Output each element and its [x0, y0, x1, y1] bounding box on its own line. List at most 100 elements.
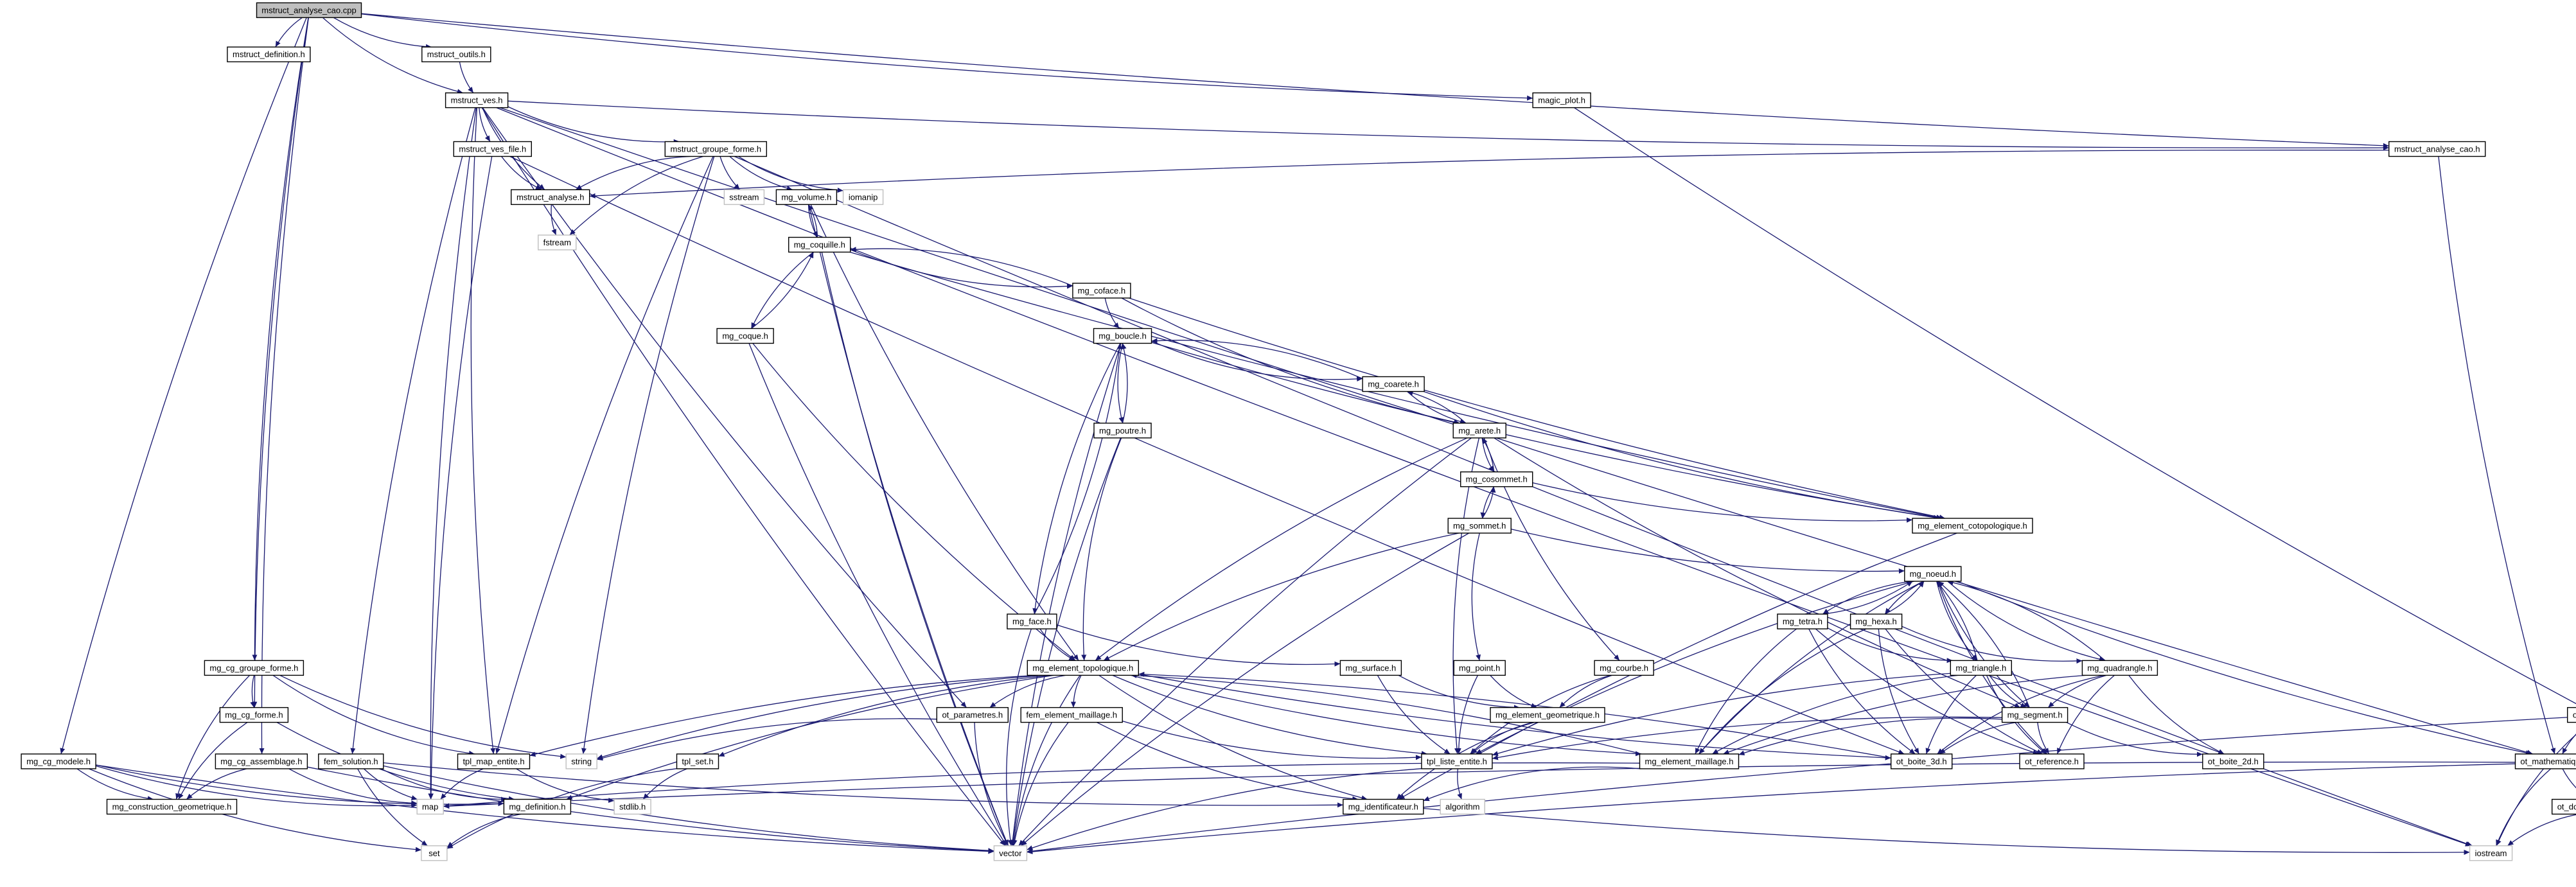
node-mg-identificateur[interactable]: mg_identificateur.h	[1343, 798, 1424, 815]
node-mg-point[interactable]: mg_point.h	[1453, 660, 1506, 676]
node-mg-cosommet[interactable]: mg_cosommet.h	[1460, 471, 1533, 487]
node-mstruct-groupe-forme[interactable]: mstruct_groupe_forme.h	[664, 141, 768, 157]
node-mg-element-cotopologique[interactable]: mg_element_cotopologique.h	[1912, 518, 2033, 534]
edge-mg-element-topologique-to-tpl-liste-entite	[1112, 674, 1427, 757]
node-label: iomanip	[849, 192, 878, 202]
node-mstruct-ves[interactable]: mstruct_ves.h	[445, 92, 509, 109]
node-mg-cg-modele[interactable]: mg_cg_modele.h	[21, 753, 96, 769]
node-label: iostream	[2475, 848, 2507, 858]
node-label: mg_triangle.h	[1955, 663, 2006, 672]
node-label: mg_cg_forme.h	[225, 710, 283, 720]
node-mg-quadrangle[interactable]: mg_quadrangle.h	[2081, 660, 2158, 676]
node-vector[interactable]: vector	[993, 845, 1028, 861]
node-sstream[interactable]: sstream	[723, 189, 765, 206]
node-mg-cg-assemblage[interactable]: mg_cg_assemblage.h	[215, 753, 308, 769]
node-mg-coque[interactable]: mg_coque.h	[716, 328, 774, 344]
node-mstruct-outils[interactable]: mstruct_outils.h	[421, 46, 491, 62]
node-mg-volume[interactable]: mg_volume.h	[775, 189, 838, 206]
node-string[interactable]: string	[565, 753, 597, 769]
node-label: mg_arete.h	[1458, 426, 1501, 435]
node-mg-element-maillage[interactable]: mg_element_maillage.h	[1639, 753, 1740, 769]
edge-root-to-mg-cg-forme	[252, 17, 309, 708]
node-mg-coface[interactable]: mg_coface.h	[1072, 283, 1131, 299]
edge-mstruct-analyse-cao-to-mstruct-analyse	[589, 150, 2389, 198]
node-mg-boucle[interactable]: mg_boucle.h	[1093, 328, 1152, 344]
node-mg-cg-forme[interactable]: mg_cg_forme.h	[219, 707, 289, 723]
edge-mstruct-ves-to-tpl-map-entite	[470, 107, 496, 754]
node-tpl-map-entite[interactable]: tpl_map_entite.h	[457, 753, 531, 769]
edge-root-to-mstruct-ves	[322, 17, 463, 94]
node-label: mg_tetra.h	[1783, 617, 1822, 626]
node-ot-doubleprecision[interactable]: ot_doubleprecision.h	[2551, 798, 2576, 815]
node-fem-solution[interactable]: fem_solution.h	[318, 753, 384, 769]
node-mg-sommet[interactable]: mg_sommet.h	[1447, 518, 1512, 534]
node-iostream[interactable]: iostream	[2469, 845, 2513, 861]
node-mstruct-analyse[interactable]: mstruct_analyse.h	[511, 189, 590, 206]
edge-fem-element-maillage-to-mg-identificateur	[1096, 722, 1359, 802]
node-ot-reference[interactable]: ot_reference.h	[2019, 753, 2085, 769]
node-mg-construction-geometrique[interactable]: mg_construction_geometrique.h	[106, 798, 238, 815]
node-mg-coarete[interactable]: mg_coarete.h	[1362, 376, 1425, 392]
node-fem-element-maillage[interactable]: fem_element_maillage.h	[1020, 707, 1123, 723]
node-tpl-set[interactable]: tpl_set.h	[676, 753, 719, 769]
edge-mg-element-topologique-to-tpl-set	[718, 674, 1053, 757]
edge-ot-tenseur-to-vector	[1027, 717, 2568, 854]
node-mg-face[interactable]: mg_face.h	[1007, 613, 1057, 629]
node-algorithm[interactable]: algorithm	[1440, 798, 1485, 815]
node-ot-tenseur[interactable]: ot_tenseur.h	[2566, 707, 2576, 723]
node-label: mstruct_analyse_cao.cpp	[261, 5, 356, 15]
node-mg-coquille[interactable]: mg_coquille.h	[788, 236, 851, 253]
edge-mstruct-groupe-forme-to-iostream	[734, 155, 2473, 847]
node-mstruct-ves-file[interactable]: mstruct_ves_file.h	[453, 141, 532, 157]
node-mg-element-geometrique[interactable]: mg_element_geometrique.h	[1490, 707, 1605, 723]
edge-mg-identificateur-to-iostream	[1423, 807, 2470, 855]
edge-mg-noeud-to-ot-mathematique	[1957, 581, 2532, 755]
node-label: mg_element_maillage.h	[1645, 757, 1733, 766]
node-mstruct-analyse-cao[interactable]: mstruct_analyse_cao.h	[2388, 141, 2486, 157]
edge-ot-parametres-to-vector	[974, 722, 1009, 847]
edge-fem-element-maillage-to-vector	[1012, 722, 1069, 846]
edge-mstruct-groupe-forme-to-mg-volume	[729, 156, 793, 191]
node-label: ot_tenseur.h	[2573, 710, 2576, 720]
node-ot-mathematique[interactable]: ot_mathematique.h	[2514, 753, 2576, 769]
node-stdlib[interactable]: stdlib.h	[613, 798, 651, 815]
edge-mg-noeud-to-mg-tetra	[1822, 581, 1913, 615]
node-mstruct-definition[interactable]: mstruct_definition.h	[227, 46, 311, 62]
node-mg-segment[interactable]: mg_segment.h	[2001, 707, 2069, 723]
node-label: mg_coface.h	[1078, 286, 1125, 295]
node-root[interactable]: mstruct_analyse_cao.cpp	[256, 2, 362, 19]
node-magic-plot[interactable]: magic_plot.h	[1532, 92, 1591, 109]
edge-magic-plot-to-ot-tenseur	[1574, 107, 2576, 705]
node-mg-hexa[interactable]: mg_hexa.h	[1849, 613, 1903, 629]
node-fstream[interactable]: fstream	[538, 234, 577, 250]
node-box	[1950, 660, 2013, 676]
node-mg-surface[interactable]: mg_surface.h	[1339, 660, 1402, 676]
edge-root-to-mstruct-outils	[333, 17, 432, 49]
edge-mg-face-to-mg-boucle	[1034, 343, 1122, 615]
node-mg-poutre[interactable]: mg_poutre.h	[1093, 423, 1152, 439]
node-iomanip[interactable]: iomanip	[842, 189, 884, 206]
edge-mg-element-geometrique-to-tpl-liste-entite	[1470, 721, 1533, 755]
edge-mg-hexa-to-mg-noeud	[1885, 581, 1925, 615]
node-tpl-liste-entite[interactable]: tpl_liste_entite.h	[1421, 753, 1493, 769]
node-box	[1849, 613, 1903, 629]
node-ot-boite-3d[interactable]: ot_boite_3d.h	[1890, 753, 1953, 769]
node-mg-tetra[interactable]: mg_tetra.h	[1777, 613, 1828, 629]
edge-mg-quadrangle-to-ot-reference	[2056, 674, 2115, 755]
node-mg-arete[interactable]: mg_arete.h	[1452, 423, 1506, 439]
node-mg-cg-groupe-forme[interactable]: mg_cg_groupe_forme.h	[204, 660, 304, 676]
node-ot-boite-2d[interactable]: ot_boite_2d.h	[2202, 753, 2264, 769]
edge-mg-coarete-to-mg-boucle	[1151, 338, 1363, 380]
node-mg-courbe[interactable]: mg_courbe.h	[1594, 660, 1654, 676]
edge-mg-volume-to-vector	[808, 204, 1009, 847]
edge-mg-segment-to-mg-element-maillage	[1738, 717, 2002, 756]
node-mg-definition[interactable]: mg_definition.h	[503, 798, 572, 815]
node-label: mg_volume.h	[781, 192, 831, 202]
node-ot-parametres[interactable]: ot_parametres.h	[936, 707, 1009, 723]
node-map[interactable]: map	[416, 798, 444, 815]
node-mg-noeud[interactable]: mg_noeud.h	[1904, 566, 1962, 582]
node-mg-element-topologique[interactable]: mg_element_topologique.h	[1027, 660, 1140, 676]
node-set[interactable]: set	[421, 845, 448, 861]
node-mg-triangle[interactable]: mg_triangle.h	[1950, 660, 2013, 676]
edge-mg-cg-assemblage-to-vector	[307, 766, 994, 854]
